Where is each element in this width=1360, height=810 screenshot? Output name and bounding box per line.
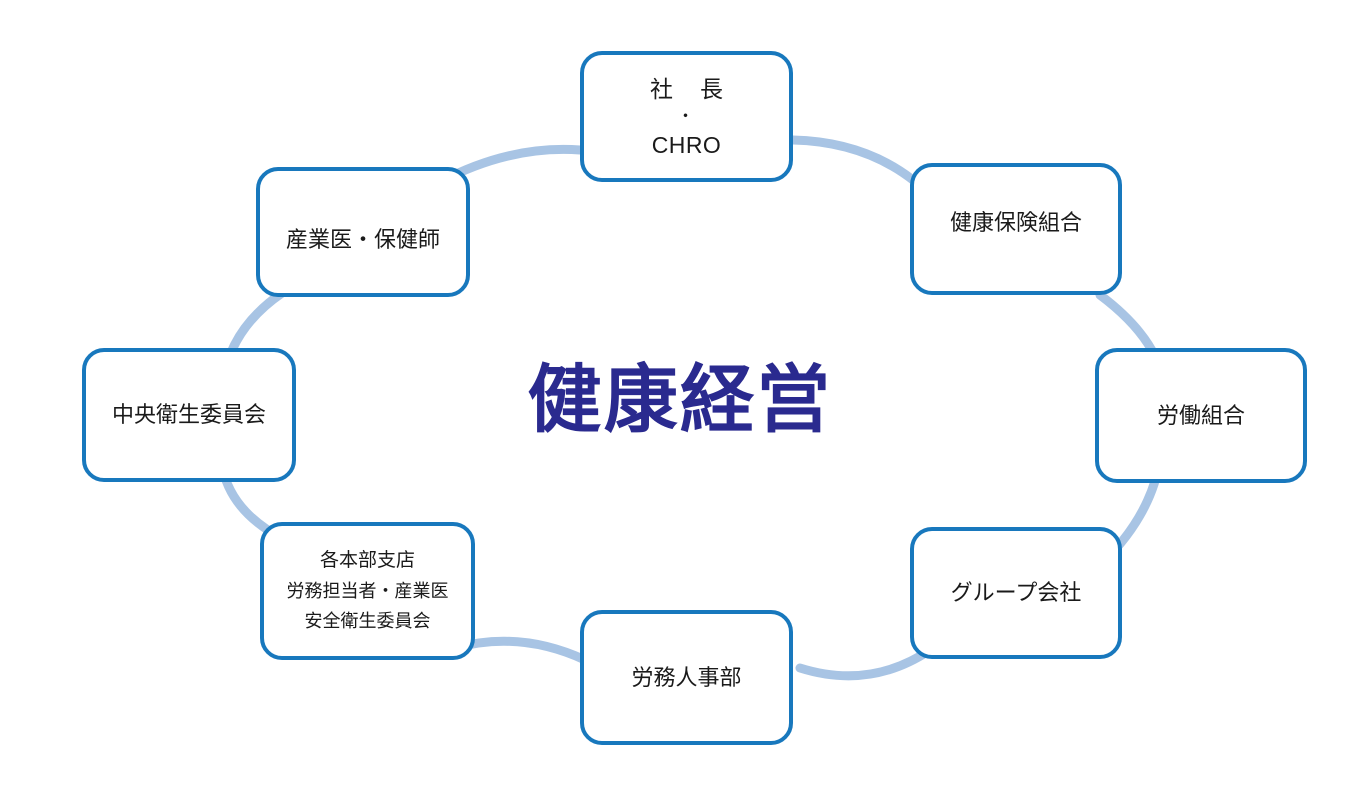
node-branch-offices-line-1: 各本部支店 <box>319 550 415 571</box>
node-labor-union[interactable]: 労働組合 <box>1095 348 1307 483</box>
node-branch-offices-line-2: 労務担当者・産業医 <box>286 581 449 601</box>
node-president-line-1: 社 長 <box>649 75 734 102</box>
node-hr-labor-department-label: 労務人事部 <box>631 664 742 690</box>
node-central-health-safety-committee[interactable]: 中央衛生委員会 <box>82 348 296 482</box>
node-president-line-3: CHRO <box>651 131 722 158</box>
node-branch-offices-line-3: 安全衛生委員会 <box>304 611 431 631</box>
center-title: 健康経営 <box>527 358 833 441</box>
node-occupational-physician-nurse[interactable]: 産業医・保健師 <box>256 167 470 297</box>
node-group-companies-label: グループ会社 <box>950 580 1082 605</box>
node-central-health-safety-committee-label: 中央衛生委員会 <box>111 402 266 427</box>
node-hr-labor-department[interactable]: 労務人事部 <box>580 610 793 745</box>
node-president-line-2: ・ <box>676 106 697 126</box>
arc-group-to-hr <box>795 645 935 681</box>
arc-hr-to-branch <box>450 636 590 665</box>
node-health-insurance-association[interactable]: 健康保険組合 <box>910 163 1122 295</box>
node-occupational-physician-nurse-label: 産業医・保健師 <box>285 227 440 252</box>
node-branch-offices[interactable]: 各本部支店 労務担当者・産業医 安全衛生委員会 <box>260 522 475 660</box>
node-labor-union-label: 労働組合 <box>1156 402 1245 428</box>
node-group-companies[interactable]: グループ会社 <box>910 527 1122 659</box>
node-health-insurance-association-label: 健康保険組合 <box>949 210 1082 235</box>
node-president[interactable]: 社 長 ・ CHRO <box>580 51 793 182</box>
